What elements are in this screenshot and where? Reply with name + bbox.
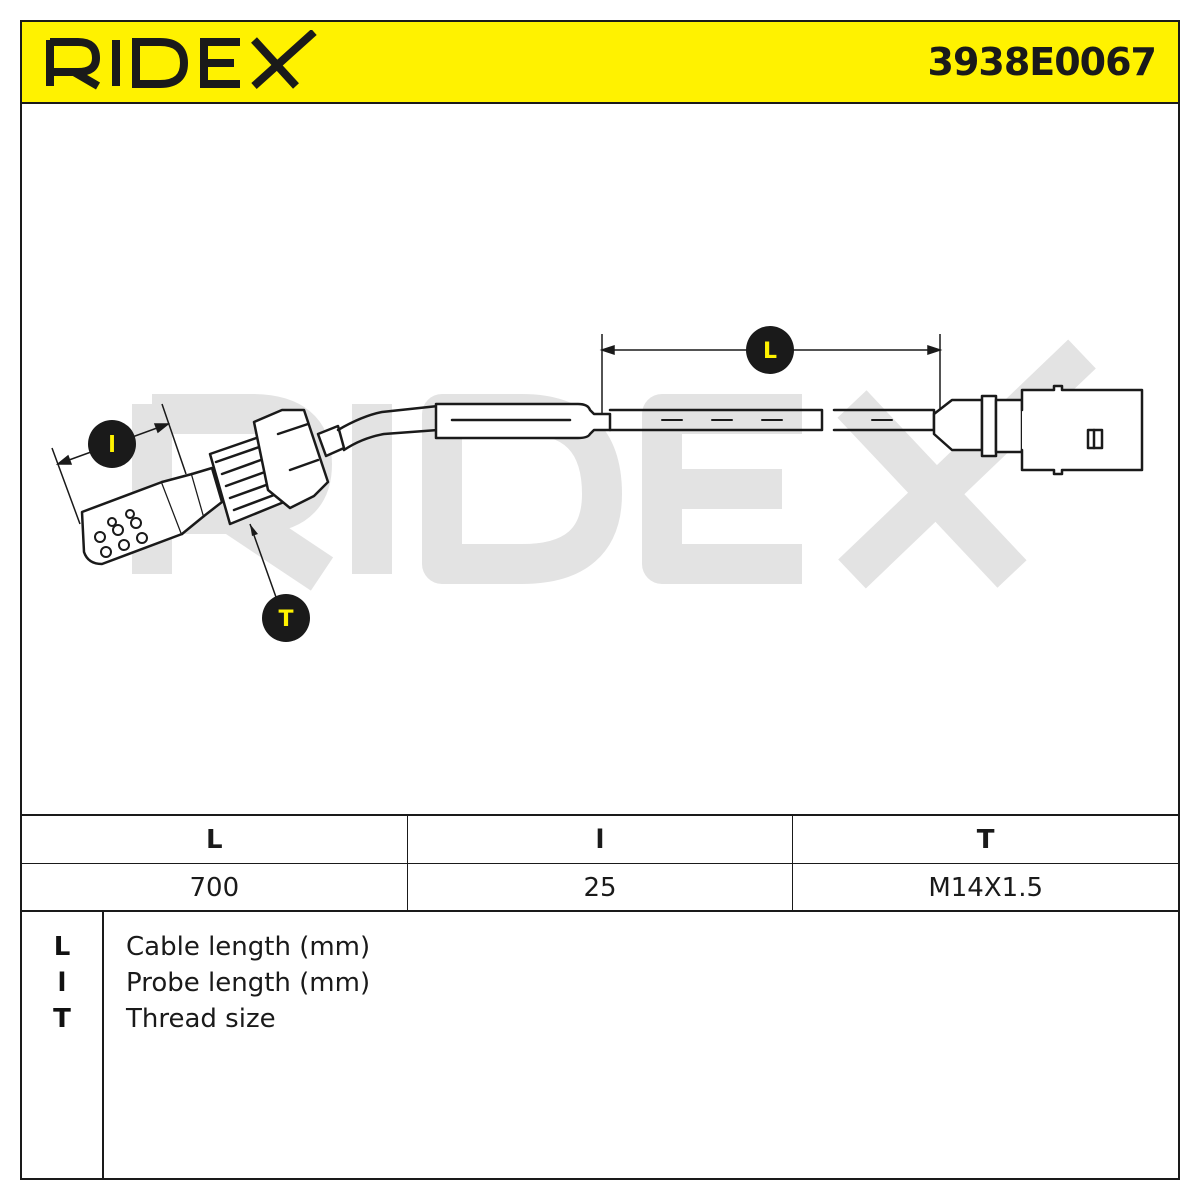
legend-divider	[102, 912, 104, 1178]
part-number: 3938E0067	[927, 40, 1157, 84]
legend: L Cable length (mm) l Probe length (mm) …	[22, 912, 1178, 1178]
spec-value-thread-size: M14X1.5	[928, 872, 1044, 903]
cable-bend	[336, 404, 440, 452]
ridex-logo	[46, 30, 317, 90]
connector	[932, 384, 1144, 476]
legend-key-probe-length: l	[57, 968, 67, 998]
hex-nut	[252, 408, 330, 510]
sensor-drawing: L l T	[51, 326, 1144, 642]
svg-text:l: l	[108, 433, 116, 458]
probe-tip	[80, 466, 224, 566]
spec-value-probe-length: 25	[408, 864, 794, 911]
legend-key-thread-size: T	[53, 1004, 71, 1034]
spec-header-cable-length: L	[22, 816, 408, 863]
callout-cable-length: L	[746, 326, 794, 374]
spec-header-probe-length: l	[408, 816, 794, 863]
svg-text:T: T	[278, 607, 293, 632]
spec-value-row: 700 25 M14X1.5	[22, 864, 1178, 911]
svg-text:L: L	[763, 339, 777, 364]
spec-header-thread-size: T	[976, 824, 995, 855]
product-sheet: 3938E0067	[20, 20, 1180, 1180]
legend-key-cable-length: L	[53, 932, 71, 962]
legend-desc-cable-length: Cable length (mm)	[126, 932, 371, 962]
callout-thread-size: T	[262, 594, 310, 642]
header-bar: 3938E0067	[22, 22, 1178, 104]
spec-table: L l T 700 25 M14X1.5	[22, 814, 1178, 912]
legend-desc-thread-size: Thread size	[126, 1004, 276, 1034]
dimension-l-cable	[599, 334, 943, 414]
callout-probe-length: l	[88, 420, 136, 468]
dimension-l-probe	[51, 403, 187, 525]
spec-value-cable-length: 700	[22, 864, 408, 911]
spec-header-row: L l T	[22, 816, 1178, 864]
legend-desc-probe-length: Probe length (mm)	[126, 968, 371, 998]
